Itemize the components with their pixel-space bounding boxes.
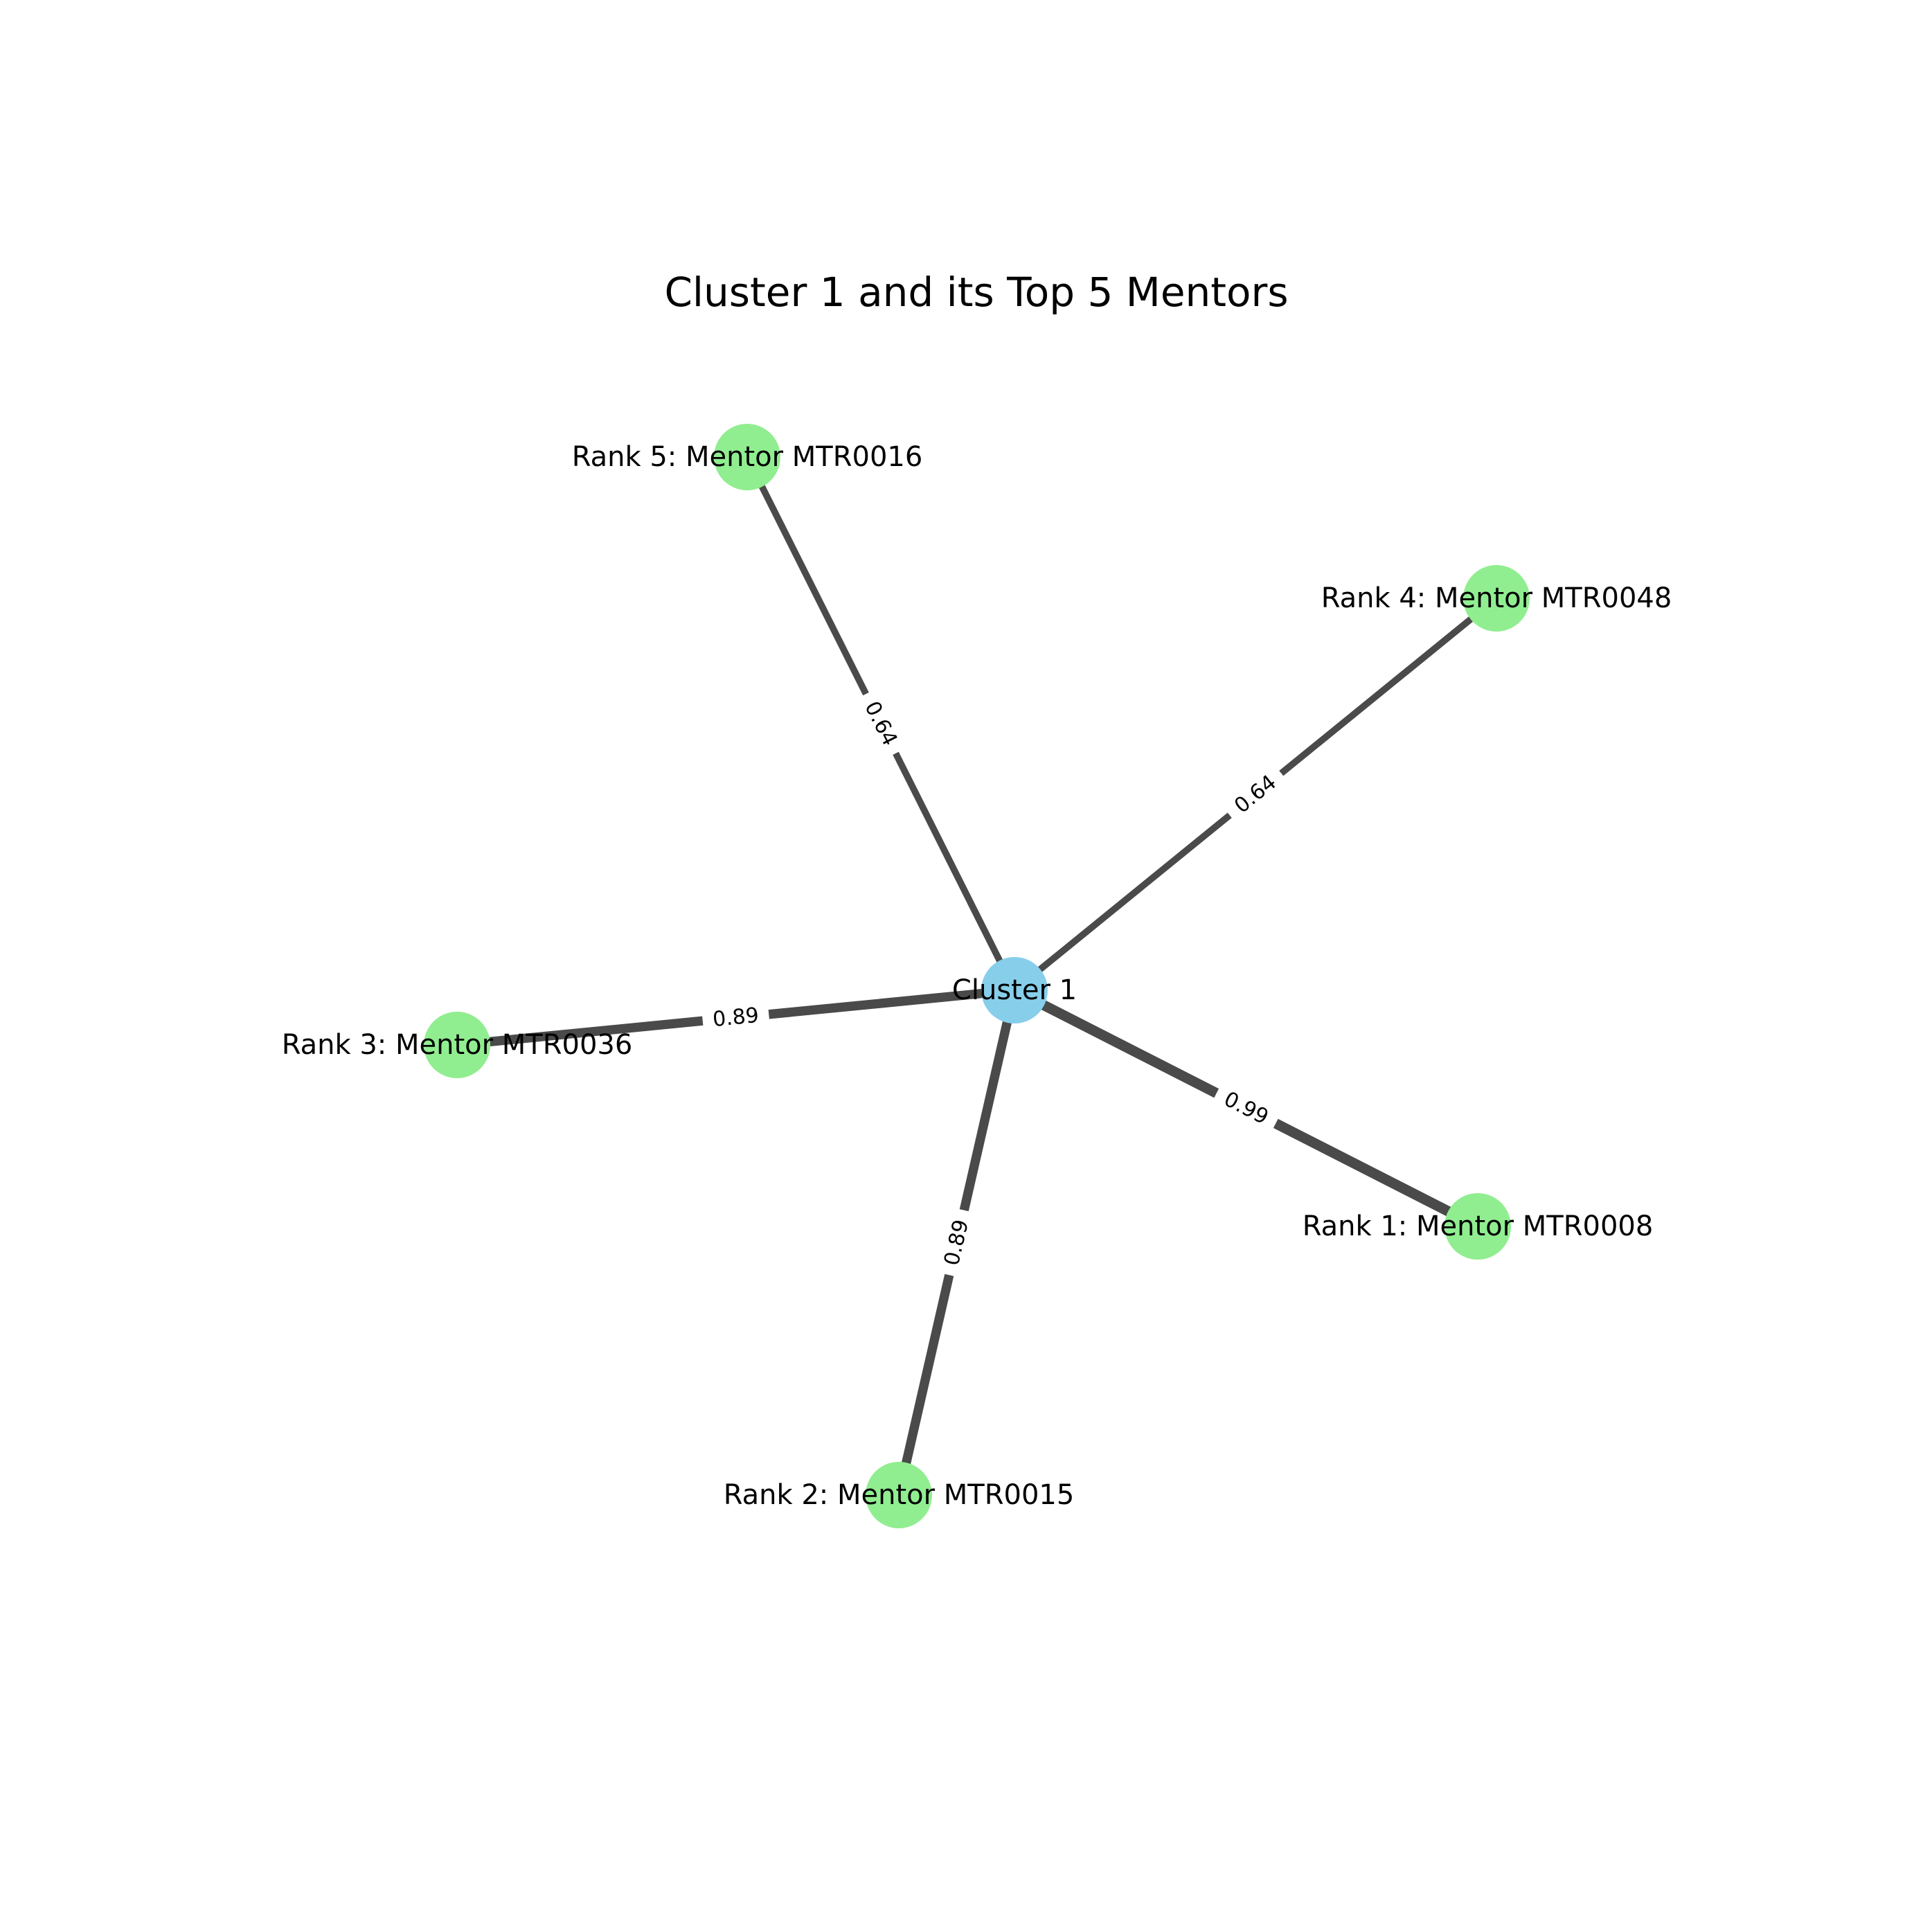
node-mentor-mtr0048[interactable] xyxy=(1463,565,1530,632)
node-label-cluster-1: Cluster 1 xyxy=(952,974,1077,1006)
node-label-mentor-mtr0036: Rank 3: Mentor MTR0036 xyxy=(282,1029,633,1061)
edge-label-background xyxy=(1209,1080,1283,1137)
nodes-layer xyxy=(424,424,1530,1528)
edge-labels-layer: 0.990.890.890.640.64 xyxy=(701,687,1291,1279)
node-mentor-mtr0016[interactable] xyxy=(714,424,780,490)
edge-label-group: 0.89 xyxy=(701,999,771,1037)
edge-label-background xyxy=(701,999,771,1037)
edge-label-background xyxy=(1219,761,1291,828)
edge-label-background xyxy=(934,1206,979,1279)
node-mentor-mtr0036[interactable] xyxy=(424,1012,490,1078)
node-cluster-1[interactable] xyxy=(981,957,1048,1023)
node-mentor-mtr0008[interactable] xyxy=(1444,1193,1511,1260)
edge-label-background xyxy=(852,687,910,760)
graph-title: Cluster 1 and its Top 5 Mentors xyxy=(664,269,1288,316)
node-label-mentor-mtr0015: Rank 2: Mentor MTR0015 xyxy=(724,1479,1075,1511)
node-label-mentor-mtr0048: Rank 4: Mentor MTR0048 xyxy=(1321,582,1672,614)
node-label-mentor-mtr0016: Rank 5: Mentor MTR0016 xyxy=(572,441,923,473)
edge-label-group: 0.64 xyxy=(852,687,910,760)
edge-label-group: 0.99 xyxy=(1209,1080,1283,1137)
node-mentor-mtr0015[interactable] xyxy=(866,1462,932,1528)
node-label-mentor-mtr0008: Rank 1: Mentor MTR0008 xyxy=(1303,1210,1654,1242)
edge-weight-label: 0.89 xyxy=(712,1003,760,1032)
edge-weight-label: 0.89 xyxy=(940,1217,974,1268)
edge-label-group: 0.89 xyxy=(934,1206,979,1279)
